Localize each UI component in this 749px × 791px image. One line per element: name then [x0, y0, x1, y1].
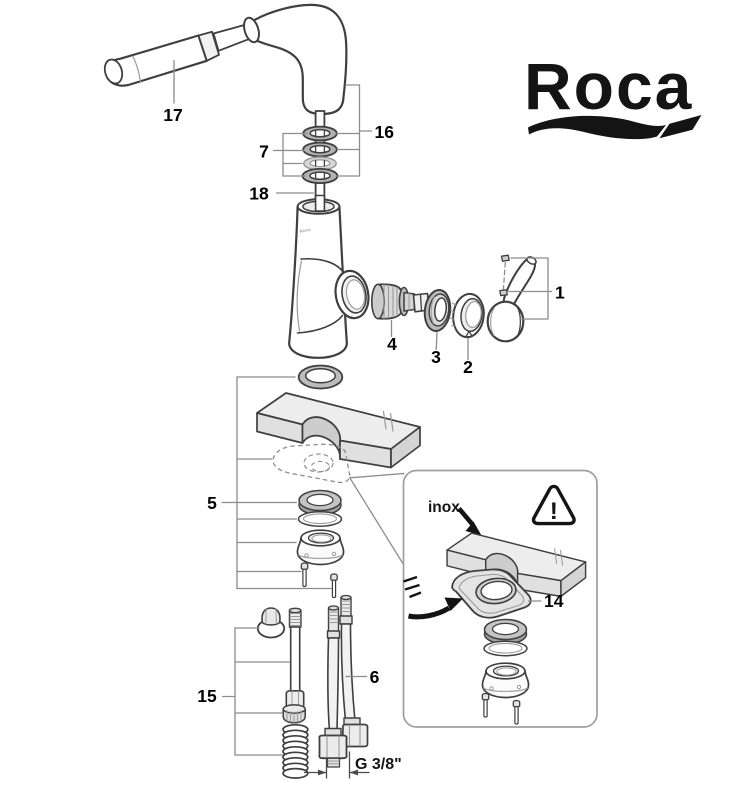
oring-1 [302, 125, 338, 142]
mounting-flange-nut [296, 529, 345, 566]
part-3-seal-washer [423, 288, 452, 333]
bracket-7 [272, 132, 308, 177]
inset-thick-seal-ring [483, 618, 528, 645]
lever-screw-1 [500, 254, 510, 262]
hose-right [339, 594, 369, 748]
part-label-3: 3 [431, 347, 441, 367]
part-label-16: 16 [375, 122, 395, 142]
inox-note: inox [428, 499, 460, 516]
curved-arrow-icon [403, 575, 463, 620]
grooved-bushing [282, 704, 306, 724]
part-15-fixing-kit [256, 607, 309, 779]
inset-detail-box: inox ! 14 [402, 469, 598, 728]
part-1-lever-handle [486, 254, 537, 343]
faucet-body: Roca [288, 194, 370, 359]
part-label-17: 17 [163, 105, 182, 125]
inset-callout-lines [349, 472, 405, 566]
part-17-pullout-spray [103, 22, 255, 87]
mounting-bolt-2 [330, 573, 338, 599]
part-5-mounting-set [256, 364, 421, 599]
warning-exclamation: ! [550, 498, 558, 525]
base-oring [297, 364, 344, 390]
body-brand-mark: Roca [299, 227, 311, 234]
part-2-cap-nut [449, 292, 485, 339]
spring [282, 723, 309, 779]
part-label-18: 18 [249, 184, 269, 204]
thread-size-label: G 3/8" [355, 756, 402, 773]
cap-fitting [256, 607, 286, 639]
roca-logo-text: Roca [524, 49, 693, 123]
bracket-5 [221, 376, 332, 590]
dimension-g38: G 3/8" [304, 751, 402, 779]
gasket-dashed-outline [272, 443, 351, 484]
bracket-16 [336, 84, 373, 177]
mounting-bolt-1 [300, 562, 309, 588]
part-16-7-oring-stack [301, 125, 339, 184]
dim-arrow-left [349, 769, 358, 776]
part-14-triangular-gasket [451, 568, 532, 619]
cartridge-port [334, 269, 370, 320]
bracket-1 [506, 257, 553, 320]
inset-thin-washer [483, 640, 528, 657]
leader-line-3 [435, 331, 438, 351]
warning-triangle-icon: ! [531, 484, 576, 526]
part-label-1: 1 [555, 283, 565, 303]
oring-2 [302, 141, 338, 158]
roca-logo: Roca [524, 49, 702, 140]
part-4-cartridge [370, 283, 430, 320]
part-label-6: 6 [370, 667, 380, 687]
part-label-2: 2 [463, 357, 473, 377]
bracket-15 [221, 627, 291, 756]
wave-swoosh-icon [528, 115, 702, 140]
lever-screw-2 [499, 289, 508, 297]
part-label-7: 7 [259, 142, 269, 162]
oring-3 [303, 156, 337, 171]
arrow-down-right-icon [457, 507, 482, 536]
inset-flange-nut [481, 662, 530, 699]
hose-left [318, 605, 348, 768]
part-label-4: 4 [387, 334, 397, 354]
base-plate [256, 392, 421, 469]
part-label-14: 14 [544, 591, 564, 611]
thin-washer [297, 511, 343, 527]
part-label-15: 15 [197, 686, 217, 706]
part-label-5: 5 [207, 493, 217, 513]
spout [243, 3, 348, 116]
part-6-flex-hoses [318, 594, 369, 768]
dim-arrow-right [318, 769, 327, 776]
oring-4 [301, 167, 339, 184]
